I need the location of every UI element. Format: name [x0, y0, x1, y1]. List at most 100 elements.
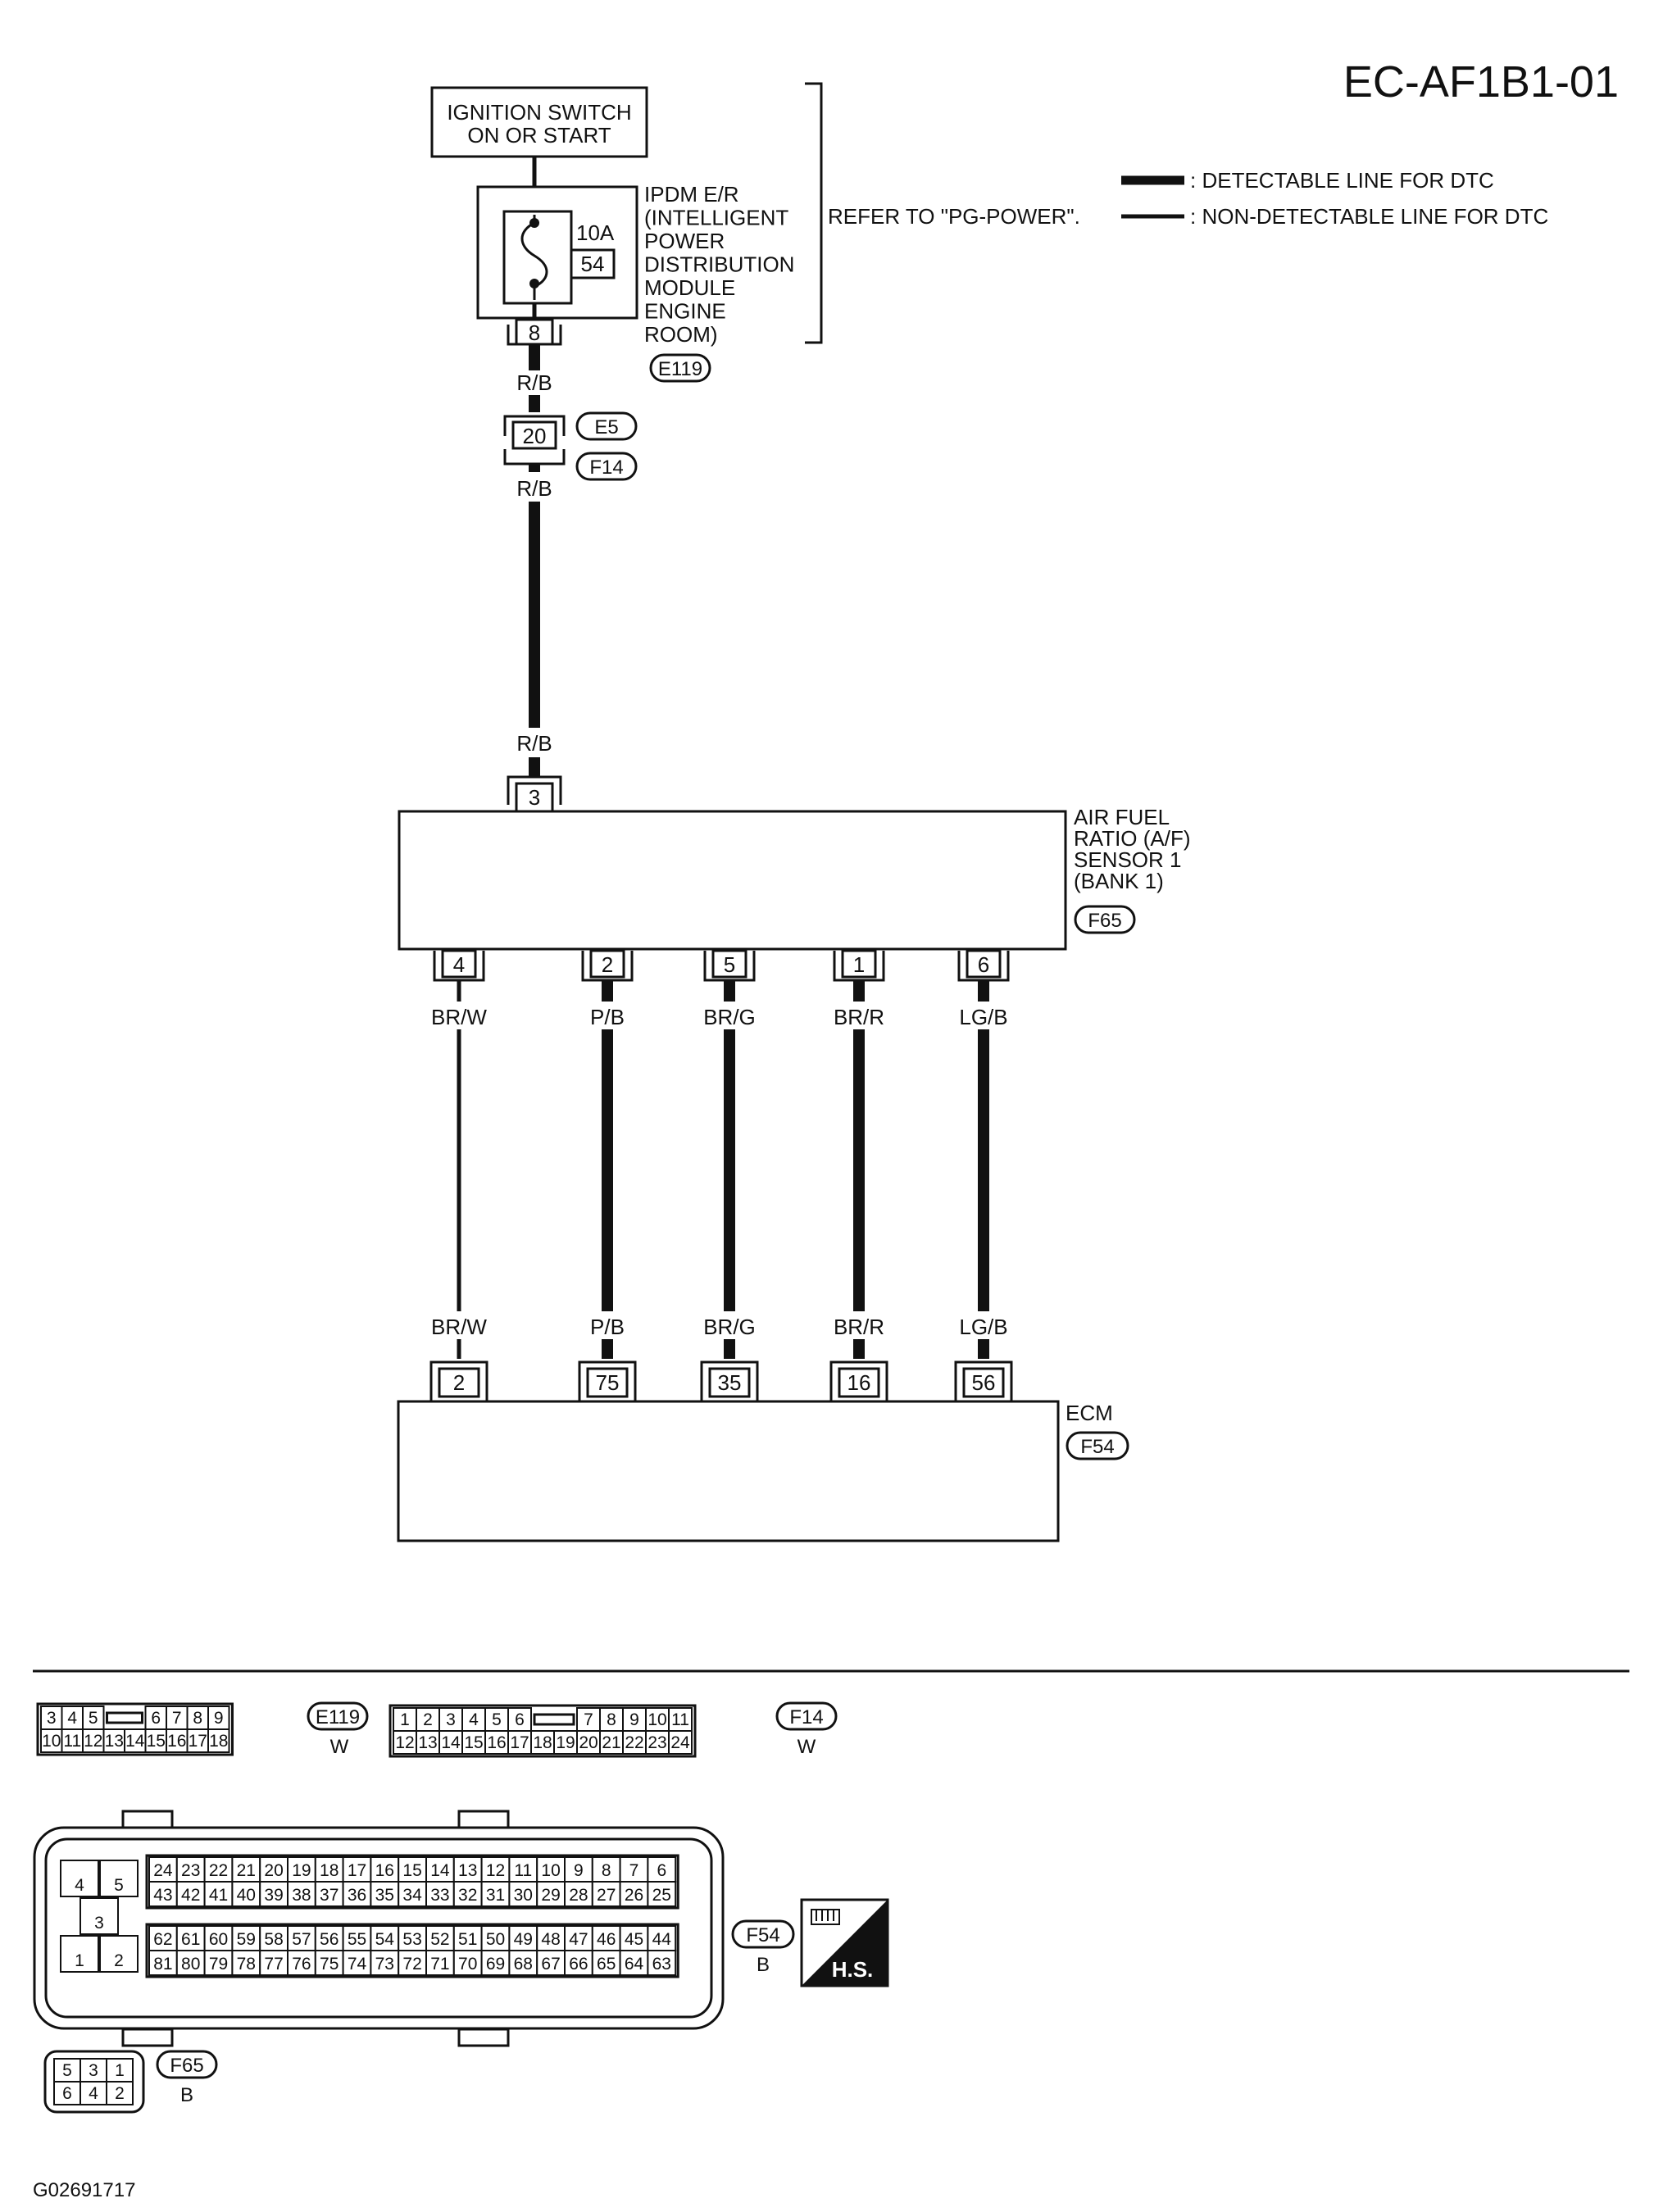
ecm-connector-id: F54 [1080, 1436, 1114, 1458]
power-wire-color-lower: R/B [516, 731, 552, 756]
af-sensor-label-line: (BANK 1) [1074, 869, 1164, 893]
f54-pin: 27 [597, 1886, 616, 1905]
ipdm-connector-id: E119 [658, 358, 702, 380]
f54-pin: 70 [458, 1955, 477, 1974]
f54-pin: 52 [430, 1930, 449, 1949]
f54-pin: 75 [320, 1955, 339, 1974]
sensor-pin-number: 6 [978, 952, 989, 977]
f54-face-id: F54 [746, 1924, 779, 1946]
legend-non-detectable-text: : NON-DETECTABLE LINE FOR DTC [1190, 204, 1548, 229]
ipdm-label-line: ENGINE [644, 299, 726, 324]
f65-pin: 3 [89, 2061, 98, 2080]
e119-pin: 13 [105, 1732, 124, 1751]
sensor-pin-number: 1 [853, 952, 865, 977]
wire-color-bottom: P/B [590, 1315, 625, 1339]
sensor-pin-terminal: 4 [433, 949, 485, 982]
f65-color: B [180, 2084, 193, 2106]
e119-pin: 4 [67, 1709, 77, 1728]
wire-af-h1: 4BR/WBR/W2AF-H1 [426, 949, 492, 1433]
wire-af-un1: 1BR/RBR/R16AF-UN1 [820, 949, 897, 1433]
f54-pin: 54 [375, 1930, 395, 1949]
f65-pin: 1 [115, 2061, 125, 2080]
f54-pin: 59 [237, 1930, 256, 1949]
f14-pin: 2 [423, 1710, 433, 1729]
f14-pin: 8 [607, 1710, 616, 1729]
e119-pin: 15 [147, 1732, 166, 1751]
sensor-pin-terminal: 1 [833, 949, 885, 982]
f14-pin: 5 [492, 1710, 502, 1729]
f54-pin: 36 [348, 1886, 366, 1905]
f54-pin: 78 [237, 1955, 256, 1974]
ipdm-label-line: MODULE [644, 275, 735, 300]
f14-pin: 24 [670, 1733, 690, 1752]
f54-pin: 11 [514, 1861, 532, 1880]
f54-pin: 16 [375, 1861, 394, 1880]
wire-color-bottom: BR/W [431, 1315, 487, 1339]
f65-face-id: F65 [170, 2055, 203, 2077]
f54-pin: 1 [75, 1951, 84, 1970]
sensor-pin-number: 4 [453, 952, 465, 977]
e119-pin: 11 [63, 1732, 81, 1751]
f14-pin: 4 [469, 1710, 479, 1729]
sensor-pin-number: 5 [724, 952, 735, 977]
f14-pin: 14 [441, 1733, 461, 1752]
f54-pin: 53 [402, 1930, 421, 1949]
f54-pin: 41 [209, 1886, 228, 1905]
ipdm-label-line: ROOM) [644, 322, 718, 347]
f54-pin: 37 [320, 1886, 339, 1905]
f54-pin: 2 [114, 1951, 124, 1970]
f54-pin: 43 [153, 1886, 172, 1905]
f65-pin: 4 [89, 2084, 98, 2103]
f54-pin: 3 [94, 1914, 104, 1933]
refer-bracket [805, 82, 823, 344]
wire-af-vm2: 5BR/GBR/G35AF-VM2 [690, 949, 769, 1433]
junction-connector: 20 E5 F14 [503, 411, 638, 481]
f14-pin: 19 [556, 1733, 575, 1752]
power-wire-color-upper: R/B [516, 370, 552, 395]
sensor-input-terminal-number: 3 [529, 785, 540, 810]
f54-pin: 17 [348, 1861, 366, 1880]
f54-pin: 57 [292, 1930, 311, 1949]
e119-color: W [330, 1736, 349, 1758]
ecm-box [397, 1400, 1060, 1542]
f54-pin: 38 [292, 1886, 311, 1905]
f14-pin: 13 [418, 1733, 437, 1752]
f54-pin: 9 [574, 1861, 584, 1880]
af-sensor-label-line: SENSOR 1 [1074, 847, 1182, 872]
fuse-number: 54 [581, 252, 605, 276]
ignition-label-line2: ON OR START [467, 123, 611, 148]
e119-pin: 10 [42, 1732, 61, 1751]
f54-pin: 30 [514, 1886, 533, 1905]
f54-pin: 22 [209, 1861, 228, 1880]
f54-pin: 5 [114, 1876, 124, 1895]
wire-color-top: LG/B [959, 1005, 1007, 1029]
f54-pin: 47 [569, 1930, 588, 1949]
ecm-pin-number: 75 [596, 1370, 620, 1395]
f54-pin: 68 [514, 1955, 533, 1974]
f54-pin: 18 [320, 1861, 339, 1880]
f14-pin: 20 [579, 1733, 598, 1752]
ecm-pin-number: 2 [453, 1370, 465, 1395]
sensor-pin-terminal: 5 [703, 949, 756, 982]
f54-pin: 73 [375, 1955, 394, 1974]
f54-pin: 62 [153, 1930, 172, 1949]
legend: : DETECTABLE LINE FOR DTC : NON-DETECTAB… [1121, 168, 1548, 229]
f54-pin: 81 [153, 1955, 172, 1974]
f14-pin: 7 [584, 1710, 593, 1729]
f54-pin: 46 [597, 1930, 616, 1949]
f54-pin: 55 [348, 1930, 366, 1949]
f14-pin: 12 [395, 1733, 414, 1752]
f54-pin: 24 [153, 1861, 173, 1880]
e119-pin: 5 [89, 1709, 98, 1728]
f54-pin: 39 [264, 1886, 283, 1905]
hand-icon [811, 1909, 840, 1925]
ecm-pin-number: 56 [972, 1370, 996, 1395]
sensor-connector-tag: F65 [1074, 905, 1136, 934]
page-id: EC-AF1B1-01 [1343, 57, 1619, 107]
f54-pin: 42 [181, 1886, 200, 1905]
e119-pin: 6 [151, 1709, 161, 1728]
f65-pin: 5 [62, 2061, 72, 2080]
f14-pin: 3 [446, 1710, 456, 1729]
